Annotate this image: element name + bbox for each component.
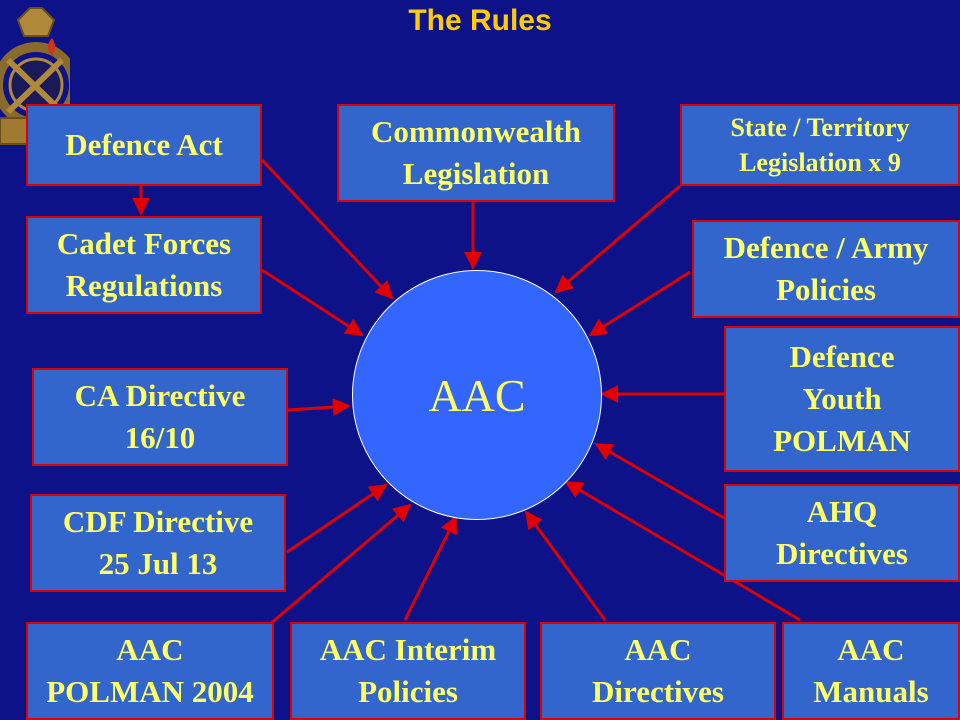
arrow-interim: [403, 515, 458, 621]
node-ahq-directives: AHQ Directives: [724, 484, 960, 582]
arrow-directives: [524, 510, 607, 621]
node-cadet-forces-regulations: Cadet Forces Regulations: [26, 216, 262, 314]
node-state-territory-legislation: State / Territory Legislation x 9: [680, 104, 960, 186]
arrow-polman-2004: [269, 503, 412, 626]
node-commonwealth-legislation: Commonwealth Legislation: [337, 104, 615, 202]
arrow-manuals: [564, 480, 801, 622]
page-title: The Rules: [408, 4, 552, 37]
node-defence-army-policies: Defence / Army Policies: [692, 220, 960, 318]
node-cdf-directive: CDF Directive 25 Jul 13: [30, 494, 286, 592]
arrow-ahq: [594, 442, 725, 520]
arrow-state: [554, 184, 681, 294]
node-defence-act: Defence Act: [26, 104, 262, 186]
arrow-cdf-directive: [286, 483, 388, 554]
node-defence-youth-polman: Defence Youth POLMAN: [724, 326, 960, 472]
node-aac-manuals: AAC Manuals: [782, 622, 960, 720]
arrow-defence-act: [260, 158, 394, 300]
node-aac-interim-policies: AAC Interim Policies: [290, 622, 526, 720]
arrow-defence-army: [588, 270, 691, 337]
node-aac-directives: AAC Directives: [540, 622, 776, 720]
aac-center-node: AAC: [352, 270, 602, 520]
arrow-ca-directive: [287, 398, 351, 417]
node-aac-polman-2004: AAC POLMAN 2004: [26, 622, 274, 720]
node-ca-directive: CA Directive 16/10: [32, 368, 288, 466]
arrow-cadet-forces: [261, 268, 364, 337]
